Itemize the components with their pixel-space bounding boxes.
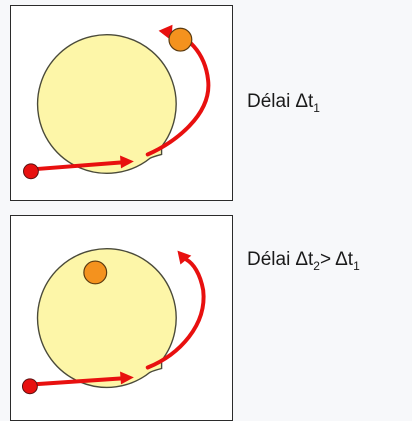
delay-label-1-subscript: 1	[313, 101, 320, 115]
delay-label-2-compare-subscript: 1	[353, 259, 360, 273]
delay-label-2-word: Délai	[247, 249, 290, 270]
delay-label-2-compare-symbol: Δt	[335, 249, 353, 270]
panel-2-drawing	[11, 216, 232, 420]
panel-delay-1	[10, 5, 233, 201]
delay-label-1-symbol: Δt	[295, 91, 313, 112]
start-particle	[22, 379, 37, 394]
end-particle	[169, 28, 192, 51]
panel-1-drawing	[11, 6, 232, 200]
delay-label-1-word: Délai	[247, 91, 290, 112]
delay-label-2-symbol: Δt	[295, 249, 313, 270]
panel-delay-2	[10, 215, 233, 421]
delay-label-2-relation: >	[320, 249, 331, 270]
start-particle	[24, 164, 39, 179]
end-particle	[84, 261, 107, 284]
delay-label-2-subscript: 2	[313, 259, 320, 273]
